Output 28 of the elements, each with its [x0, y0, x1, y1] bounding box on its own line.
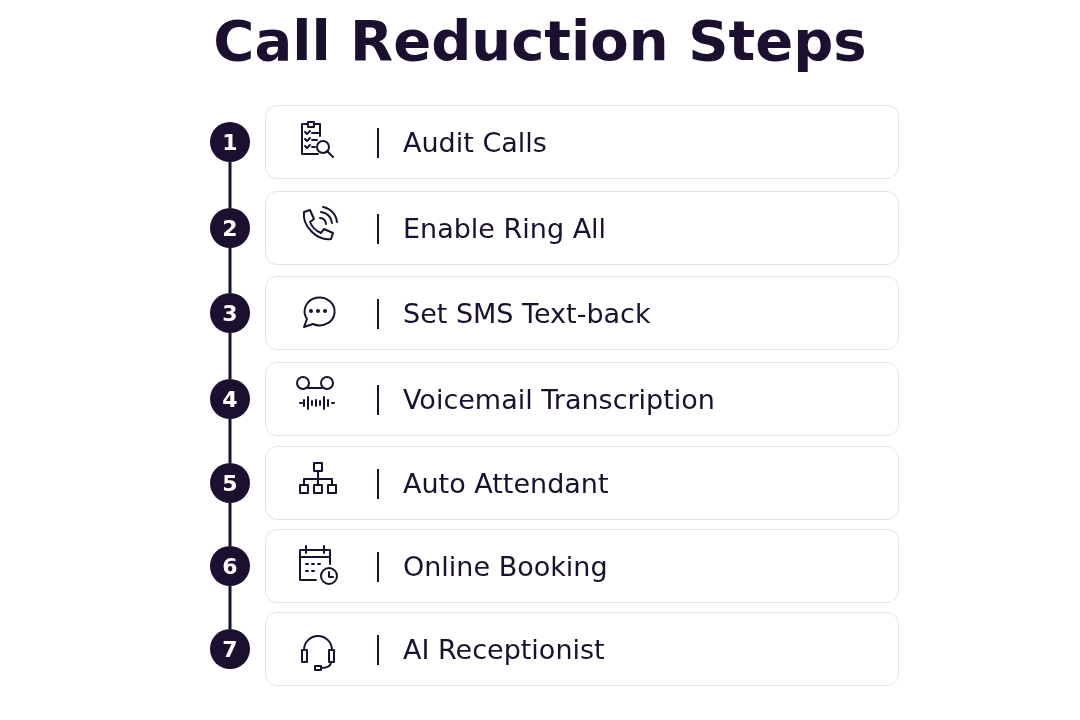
step-card	[265, 276, 899, 350]
step-number-circle: 5	[210, 463, 250, 503]
step-card	[265, 105, 899, 179]
connector-line	[228, 586, 232, 629]
step-label: Set SMS Text-back	[403, 297, 651, 329]
step-number-circle: 1	[210, 122, 250, 162]
step-label: Auto Attendant	[403, 467, 609, 499]
step-label: Enable Ring All	[403, 212, 607, 244]
step-number-circle: 4	[210, 379, 250, 419]
connector-line	[228, 419, 232, 463]
connector-line	[228, 333, 232, 379]
step-number-circle: 6	[210, 546, 250, 586]
connector-line	[228, 503, 232, 546]
step-label: Audit Calls	[403, 126, 547, 158]
connector-line	[228, 162, 232, 208]
step-number-circle: 3	[210, 293, 250, 333]
step-label: Online Booking	[403, 550, 608, 582]
step-label: Voicemail Transcription	[403, 383, 715, 415]
step-card	[265, 446, 899, 520]
step-card	[265, 612, 899, 686]
connector-line	[228, 248, 232, 293]
step-card	[265, 191, 899, 265]
step-number-circle: 7	[210, 629, 250, 669]
title: Call Reduction Steps	[212, 8, 868, 73]
step-number-circle: 2	[210, 208, 250, 248]
step-label: AI Receptionist	[403, 633, 605, 665]
step-card	[265, 529, 899, 603]
step-card	[265, 362, 899, 436]
